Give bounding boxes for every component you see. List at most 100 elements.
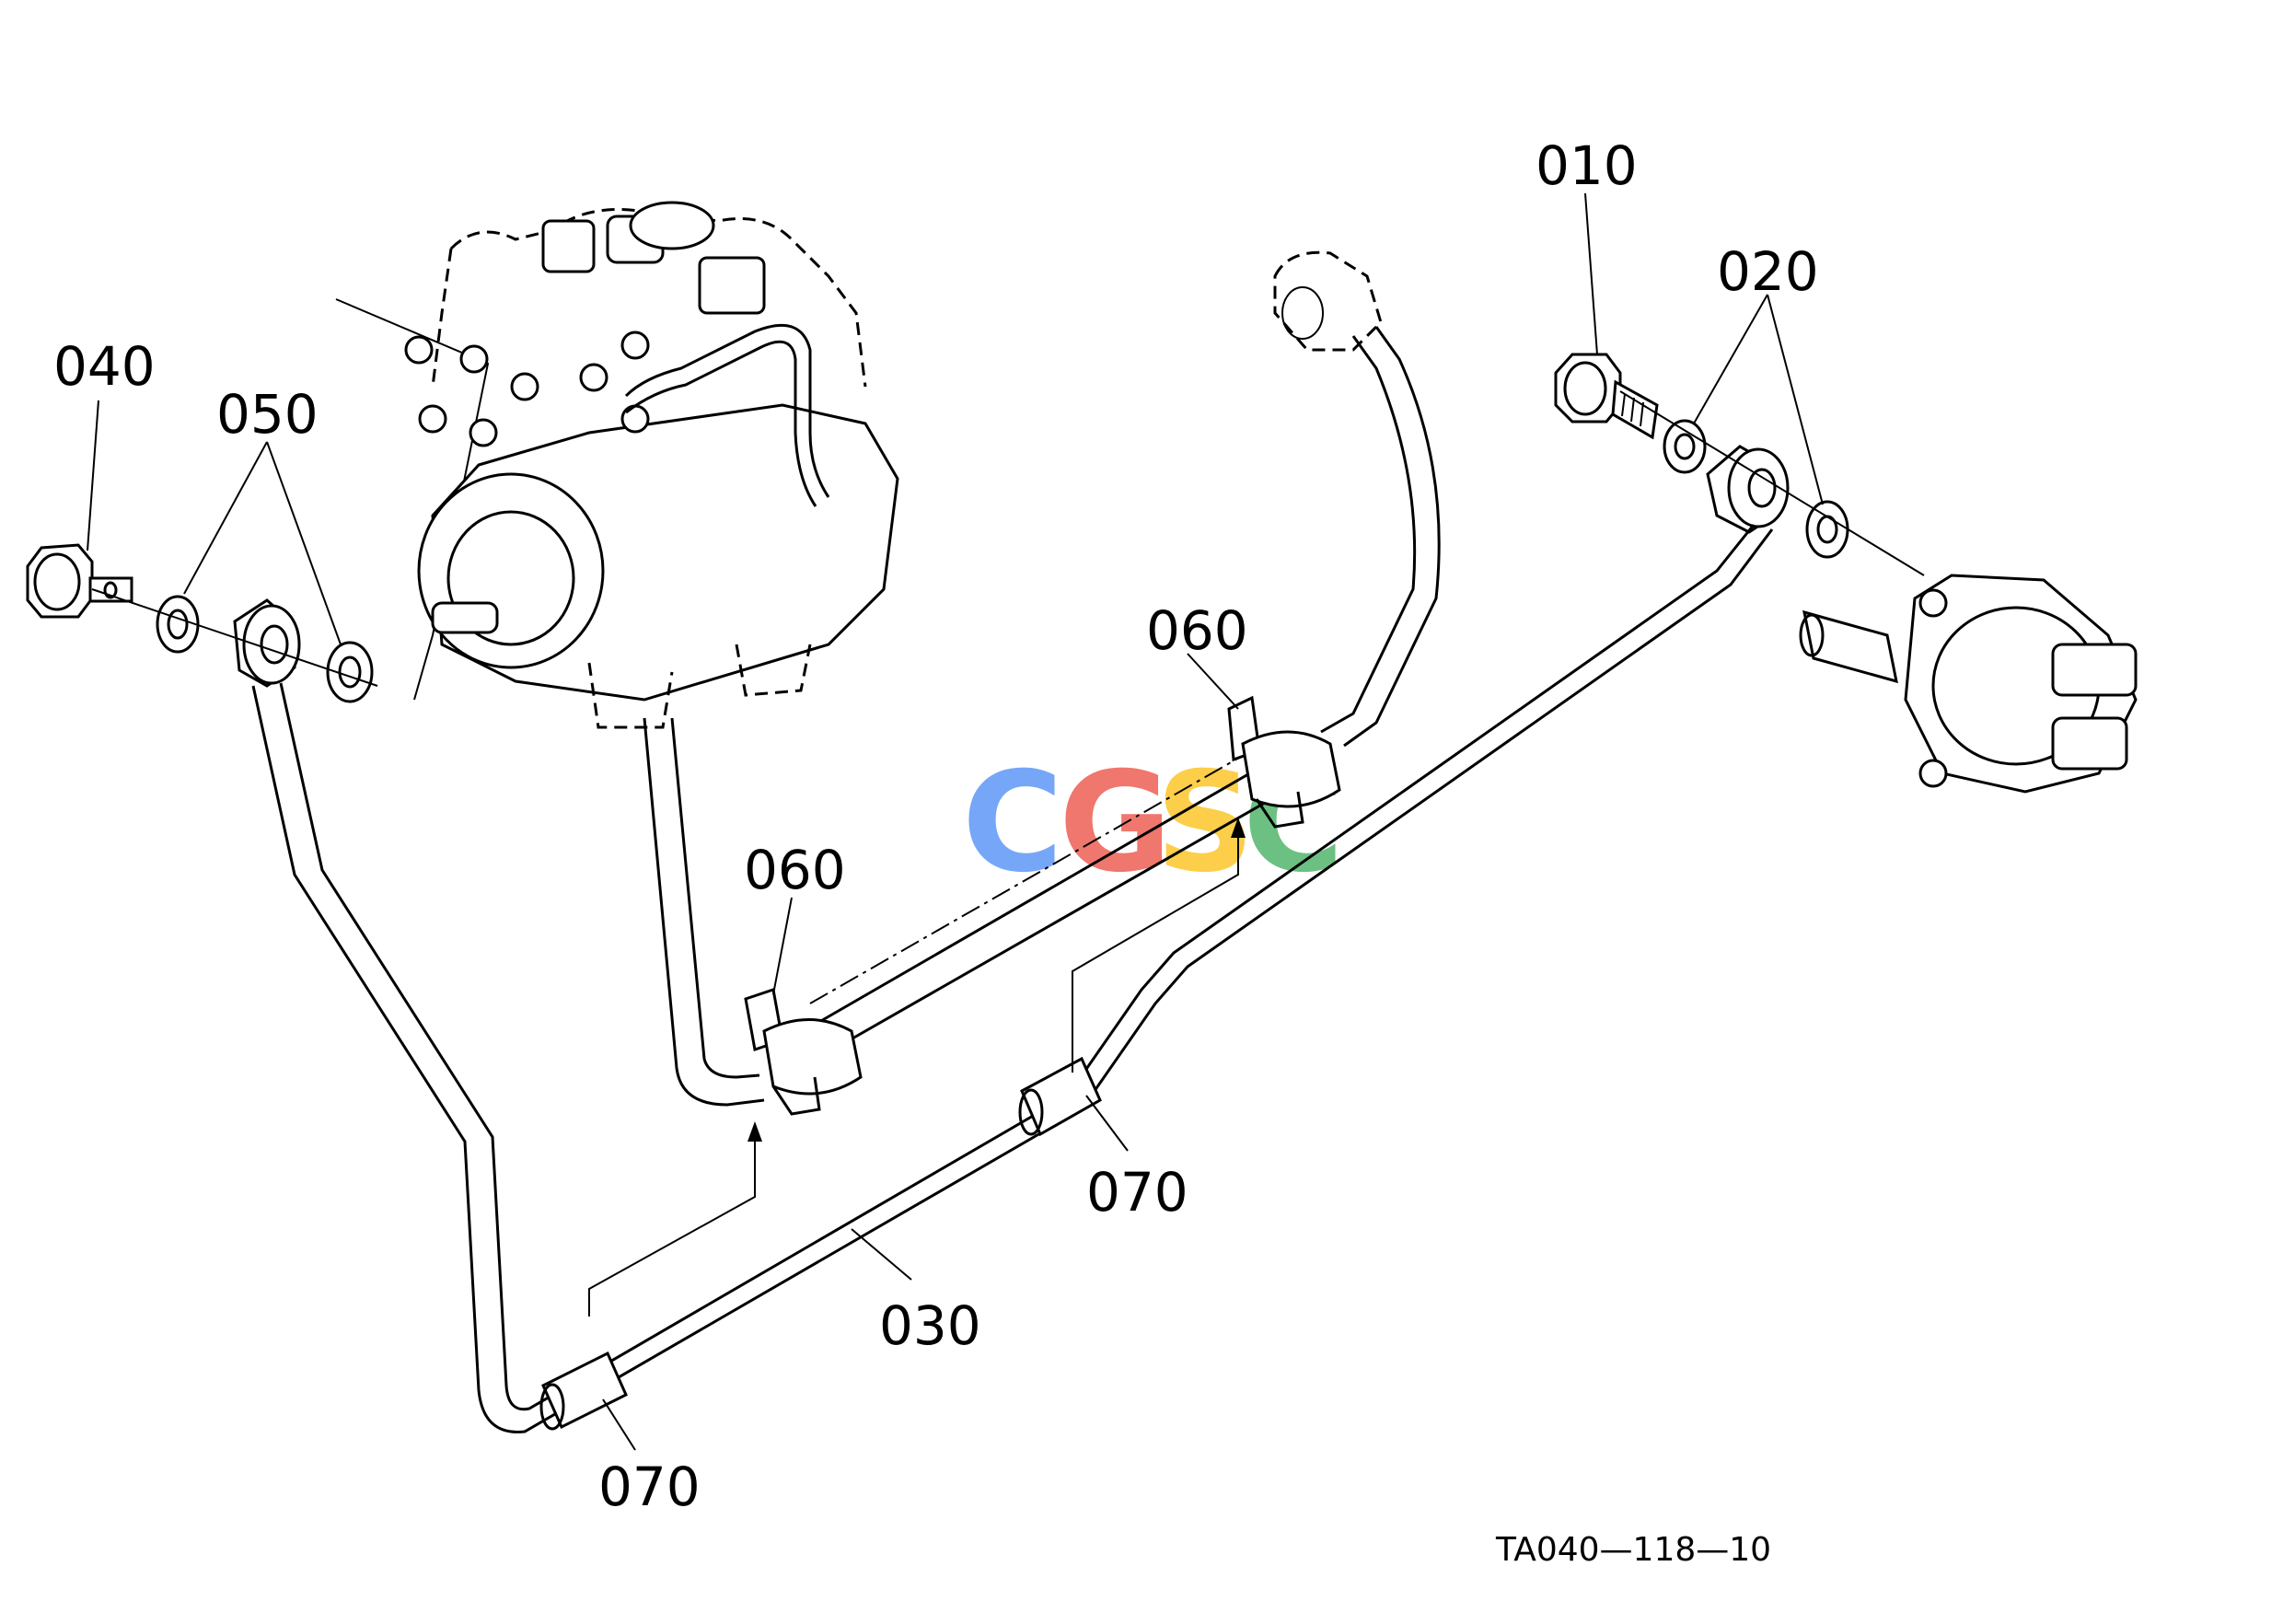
- clip-060-upper: [1227, 695, 1341, 829]
- leader-050-b: [266, 441, 342, 645]
- right-banjo-fitting-set: [1554, 353, 1925, 576]
- feed-pump-port-2: [2051, 716, 2128, 771]
- right-fitting-axis: [1619, 390, 1925, 576]
- pump-return-pipes: [643, 250, 1441, 1107]
- upper-pipe-inner: [1343, 326, 1441, 748]
- feed-pump-assembly: [1799, 574, 2138, 794]
- pump-bolt-5: [510, 372, 539, 401]
- injection-pump-assembly: [335, 201, 899, 729]
- pump-bolt-8: [620, 404, 650, 434]
- sleeve-070-right-body: [1020, 1056, 1102, 1137]
- gasket-020-b: [1805, 500, 1849, 559]
- label-050: 050: [216, 383, 319, 446]
- leader-010: [1584, 192, 1598, 355]
- banjo-eye-right-bore: [1747, 468, 1777, 508]
- assembly-arrows: [588, 818, 1246, 1317]
- feed-pump-plunger-end: [1799, 613, 1825, 657]
- feed-pump-bolt-1: [1918, 588, 1948, 618]
- left-banjo-fitting-set: [26, 543, 378, 703]
- leader-040: [87, 400, 99, 551]
- banjo-eye-left-bore: [260, 624, 289, 665]
- upper-pipe-outer: [1320, 335, 1417, 734]
- leader-070-left: [602, 1398, 636, 1451]
- pump-pipe-down-outer: [643, 717, 765, 1107]
- pump-fitting-cap: [629, 201, 715, 250]
- pump-bolt-3: [469, 418, 498, 447]
- banjo-bolt-face-040: [33, 552, 81, 611]
- leader-050-a: [183, 441, 268, 595]
- gasket-050-b: [326, 641, 374, 703]
- gasket-050-a: [156, 595, 200, 654]
- pipe-030-inner-line: [279, 524, 1756, 1411]
- banjo-eye-left-face: [242, 604, 301, 685]
- gasket-020-a-hole: [1674, 433, 1696, 460]
- pump-front-boss-inner: [446, 510, 575, 646]
- label-070-left: 070: [598, 1456, 701, 1518]
- clip-060-upper-foot: [1255, 791, 1304, 829]
- clip-hose-upper: [818, 762, 1267, 1024]
- banjo-bolt-hole-040: [103, 581, 118, 599]
- leader-060-upper: [1187, 653, 1239, 710]
- pump-bolt-6: [579, 363, 608, 392]
- part-labels: 010 020 030 040 050 060 060 070 070: [53, 134, 1819, 1518]
- pump-head-outline: [449, 208, 867, 388]
- pump-pipe-down-inner: [670, 717, 760, 1079]
- clip-060-upper-band: [1241, 730, 1341, 808]
- leader-020-b: [1767, 294, 1824, 505]
- leader-lines: [87, 192, 1824, 1451]
- left-fitting-axis: [91, 588, 378, 687]
- label-030: 030: [879, 1294, 981, 1357]
- sleeve-070-right: [1018, 1056, 1102, 1137]
- feed-pump-bolt-2: [1918, 759, 1948, 788]
- arrow-head-upper-clip: [1231, 818, 1246, 838]
- arrow-head-lower-clip: [747, 1121, 762, 1142]
- upper-pipe-fitting-bore: [1281, 286, 1324, 340]
- leader-060-lower: [772, 897, 793, 995]
- pump-fitting-1: [541, 219, 596, 273]
- label-060-upper: 060: [1146, 599, 1248, 662]
- pump-line-1: [624, 323, 830, 498]
- arrow-line-lower-clip: [588, 1137, 756, 1317]
- label-070-right: 070: [1086, 1161, 1188, 1224]
- gasket-050-b-hole: [338, 655, 362, 689]
- feed-pump-port-1: [2051, 643, 2138, 697]
- label-040: 040: [53, 335, 156, 398]
- clip-hose-centerline: [809, 749, 1253, 1004]
- pump-fitting-3: [698, 256, 766, 315]
- pump-bolt-4: [459, 344, 489, 374]
- sleeve-070-left: [539, 1351, 628, 1431]
- sleeve-070-right-end: [1018, 1088, 1044, 1136]
- banjo-eye-right-face: [1727, 447, 1790, 528]
- arrow-line-upper-clip: [1072, 833, 1239, 1073]
- pipe-030-outer-line: [251, 528, 1774, 1433]
- clip-hose-lower: [832, 790, 1285, 1051]
- pump-lower-flange-2: [735, 644, 812, 697]
- watermark-letter-g: G: [1059, 743, 1172, 903]
- label-010: 010: [1536, 134, 1638, 197]
- thread-3: [1640, 401, 1644, 427]
- label-060-lower: 060: [744, 839, 846, 901]
- banjo-bolt-face-010: [1563, 361, 1607, 416]
- watermark-letter-c1: C: [962, 743, 1063, 903]
- pump-bolt-7: [620, 331, 650, 360]
- leader-070-right: [1085, 1095, 1129, 1152]
- fuel-pipe-030: [251, 524, 1774, 1433]
- pump-line-2: [625, 340, 817, 507]
- clip-060-lower-foot: [771, 1076, 821, 1116]
- pump-lower-flange: [587, 662, 674, 729]
- pump-bolt-1: [404, 335, 434, 365]
- thread-1: [1621, 393, 1626, 417]
- feed-pump-plunger: [1802, 609, 1898, 684]
- pump-front-boss: [417, 472, 605, 669]
- label-020: 020: [1717, 240, 1819, 303]
- gasket-050-a-hole: [167, 609, 189, 640]
- pump-head-side: [431, 248, 453, 388]
- leader-030: [851, 1228, 912, 1281]
- pump-shaft: [431, 601, 499, 634]
- clip-060-lower-band: [762, 1018, 863, 1096]
- drawing-code: TA040—118—10: [1495, 1531, 1771, 1569]
- leader-020-a: [1693, 294, 1768, 424]
- sleeve-070-left-end: [539, 1383, 565, 1431]
- gasket-020-a: [1663, 419, 1707, 474]
